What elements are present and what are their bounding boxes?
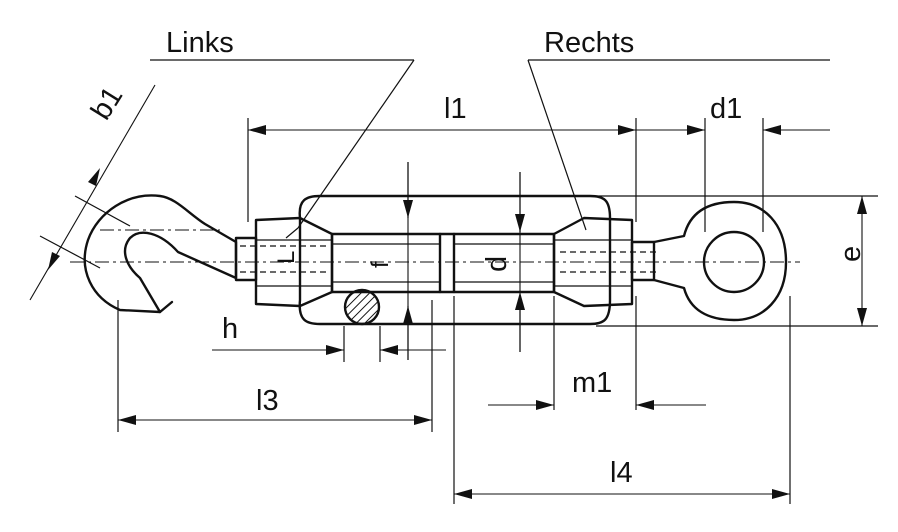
label-f: f: [367, 261, 394, 268]
label-l3: l3: [256, 385, 279, 417]
dimension-lines: [29, 84, 867, 499]
label-d1: d1: [710, 93, 742, 125]
eye: [630, 200, 788, 322]
label-d: d: [481, 256, 513, 272]
label-e: e: [835, 246, 867, 262]
label-links: Links: [166, 27, 234, 59]
extension-lines: [117, 118, 878, 504]
section-circle: [343, 288, 381, 326]
leader-lines: [150, 59, 830, 239]
label-m1: m1: [572, 367, 612, 399]
label-h: h: [222, 313, 238, 345]
label-b1: b1: [85, 81, 129, 125]
label-l4: l4: [610, 457, 633, 489]
turnbuckle-body: [254, 194, 660, 326]
label-rechts: Rechts: [544, 27, 634, 59]
label-l1: l1: [444, 93, 467, 125]
label-L: L: [273, 251, 300, 264]
hook: [83, 194, 238, 314]
